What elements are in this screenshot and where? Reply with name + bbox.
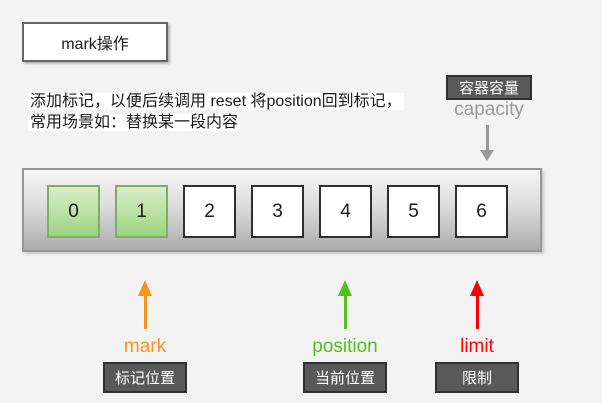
mark-pointer: mark 标记位置	[85, 280, 205, 393]
mark-arrow-up-icon	[138, 280, 152, 296]
buffer-cell-1: 1	[115, 185, 168, 238]
buffer-cell-2: 2	[183, 185, 236, 238]
mark-label: mark	[123, 336, 167, 357]
limit-label-cn: 限制	[435, 362, 519, 393]
title-box: mark操作	[22, 22, 168, 62]
limit-arrow-up-icon	[470, 280, 484, 296]
position-label: position	[312, 336, 378, 357]
position-pointer: position 当前位置	[285, 280, 405, 393]
description-line-1: 添加标记，以便后续调用 reset 将position回到标记，	[28, 93, 404, 110]
limit-pointer: limit 限制	[417, 280, 537, 393]
capacity-label-en: capacity	[454, 99, 524, 120]
buffer-cell-4: 4	[319, 185, 372, 238]
buffer-cell-3: 3	[251, 185, 304, 238]
mark-label-cn: 标记位置	[103, 362, 187, 393]
description: 添加标记，以便后续调用 reset 将position回到标记， 常用场景如：替…	[28, 91, 404, 133]
limit-label: limit	[460, 336, 494, 357]
buffer-cell-6: 6	[455, 185, 508, 238]
buffer-cell-0: 0	[47, 185, 100, 238]
capacity-label-cn: 容器容量	[446, 75, 532, 100]
description-line-2: 常用场景如：替换某一段内容	[28, 114, 241, 131]
position-arrow-up-icon	[338, 280, 352, 296]
position-label-cn: 当前位置	[303, 362, 387, 393]
page-title: mark操作	[61, 36, 129, 53]
buffer-container: 0 1 2 3 4 5 6	[22, 168, 542, 252]
capacity-arrow-down-icon	[480, 125, 494, 161]
buffer-cell-5: 5	[387, 185, 440, 238]
